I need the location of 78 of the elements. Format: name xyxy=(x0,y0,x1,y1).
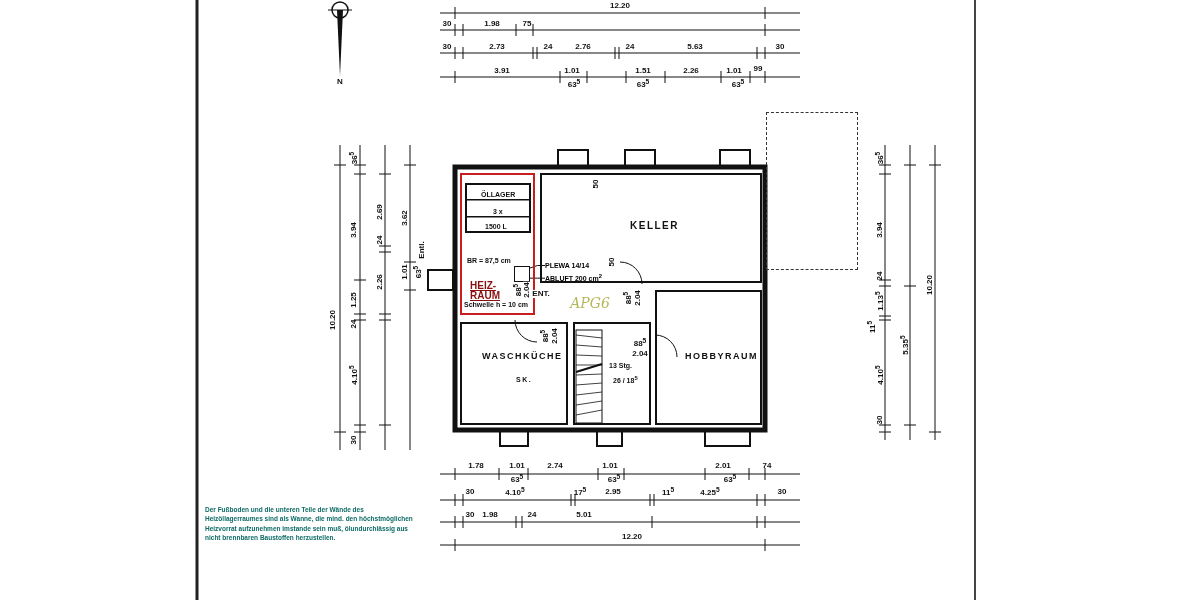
door-dimension: 50 xyxy=(608,257,616,267)
dimension-label: 1.51 xyxy=(635,67,651,75)
vent-label: Entl. xyxy=(418,241,426,259)
dimension-label: 24 xyxy=(543,43,553,51)
dimension-label: 30 xyxy=(775,43,785,51)
dimension-label: 5.63 xyxy=(687,43,703,51)
dimension-label: 1.98 xyxy=(482,511,498,519)
dimension-label: 5.01 xyxy=(576,511,592,519)
dimension-label: 30 xyxy=(442,20,452,28)
dimension-label: 24 xyxy=(876,271,884,281)
dimension-label: 63$^{5}$ xyxy=(731,78,745,90)
dimension-label: 12.20 xyxy=(610,2,630,10)
dimension-label: 74 xyxy=(762,462,772,470)
leader-line xyxy=(529,277,546,279)
door-label: ENT. xyxy=(532,290,550,298)
dimension-label: 1.98 xyxy=(484,20,500,28)
dimension-label: 1.01 xyxy=(509,462,525,470)
dimension-label: 24 xyxy=(350,319,358,329)
dimension-label: 2.26 xyxy=(683,67,699,75)
terrace-outline xyxy=(766,112,858,270)
dimension-label: 4.25$^{5}$ xyxy=(700,486,720,498)
dimension-label: 3.62 xyxy=(401,210,409,226)
dimension-label: 1.01 xyxy=(602,462,618,470)
dimension-label: 2.76 xyxy=(575,43,591,51)
dimension-label: 75 xyxy=(522,20,532,28)
dimension-label: 30 xyxy=(777,488,787,496)
handwritten-note: APG6 xyxy=(570,296,610,310)
dimension-label: 3.91 xyxy=(494,67,510,75)
door-dimension: 2.04 xyxy=(634,290,642,306)
dimension-label: 10.20 xyxy=(329,310,337,330)
dimension-label: 24 xyxy=(527,511,537,519)
dimension-label: 99 xyxy=(753,65,763,73)
dimension-label: 1.01 xyxy=(401,264,409,280)
dimension-label: 2.95 xyxy=(605,488,621,496)
compass-letter: N xyxy=(337,78,343,86)
dimension-label: 3.94 xyxy=(350,222,358,238)
room-label: WASCHKÜCHE xyxy=(482,352,563,361)
dimension-label: 10.20 xyxy=(926,275,934,295)
dimension-label: 1.78 xyxy=(468,462,484,470)
room-label: KELLER xyxy=(630,221,679,231)
dimension-label: 30 xyxy=(442,43,452,51)
stair-hall xyxy=(573,322,651,425)
door-dimension: 50 xyxy=(592,179,600,189)
door-dimension: 2.04 xyxy=(523,282,531,298)
room-label: HEIZ- RAUM xyxy=(470,281,501,301)
dimension-label: 1.01 xyxy=(564,67,580,75)
door-dimension: 2.04 xyxy=(632,350,648,358)
door-dimension: 2.04 xyxy=(551,328,559,344)
dimension-label: 1.25 xyxy=(350,292,358,308)
dimension-label: 30 xyxy=(876,415,884,425)
dimension-label: 1.01 xyxy=(726,67,742,75)
dimension-label: 2.26 xyxy=(376,274,384,290)
dimension-label: 3.94 xyxy=(876,222,884,238)
room xyxy=(540,173,762,283)
room xyxy=(655,290,762,425)
dimension-label: 30 xyxy=(350,435,358,445)
dimension-label: 12.20 xyxy=(622,533,642,541)
dimension-label: 17$^{5}$ xyxy=(573,486,587,498)
dimension-label: 24 xyxy=(625,43,635,51)
dimension-label: 4.10$^{5}$ xyxy=(505,486,525,498)
dimension-label: 30 xyxy=(465,511,475,519)
dimension-label: 63$^{5}$ xyxy=(636,78,650,90)
dimension-label: 63$^{5}$ xyxy=(607,473,621,485)
dimension-label: 63$^{5}$ xyxy=(567,78,581,90)
dimension-label: 30 xyxy=(465,488,475,496)
room-label: HOBBYRAUM xyxy=(685,352,758,361)
dimension-label: 2.73 xyxy=(489,43,505,51)
dimension-label: 11$^{5}$ xyxy=(661,486,675,498)
door-dimension: 88$^{5}$ xyxy=(633,337,647,349)
oil-tank-box xyxy=(465,183,531,233)
dimension-label: 63$^{5}$ xyxy=(723,473,737,485)
dimension-label: 63$^{5}$ xyxy=(510,473,524,485)
dimension-label: 2.69 xyxy=(376,204,384,220)
dimension-label: 2.74 xyxy=(547,462,563,470)
room xyxy=(460,322,568,425)
dimension-label: 24 xyxy=(376,235,384,245)
dimension-label: 2.01 xyxy=(715,462,731,470)
leader-line xyxy=(529,265,546,269)
